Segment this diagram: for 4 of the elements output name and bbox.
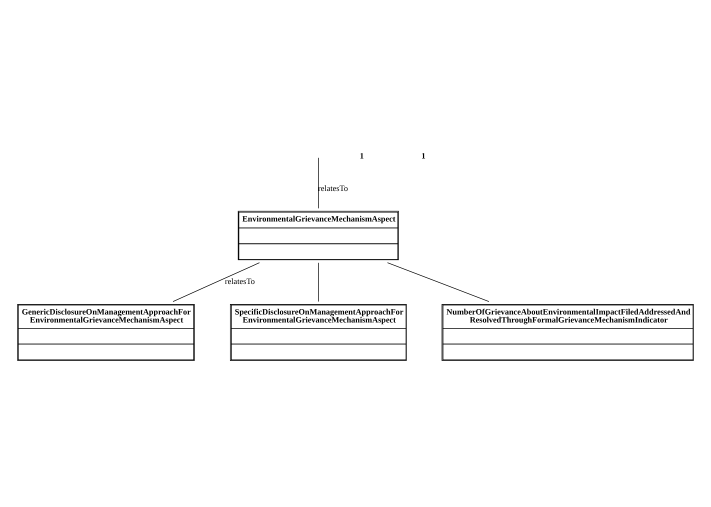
connector	[172, 262, 260, 302]
connector	[318, 262, 319, 302]
connector	[318, 156, 319, 208]
connector	[387, 262, 490, 302]
